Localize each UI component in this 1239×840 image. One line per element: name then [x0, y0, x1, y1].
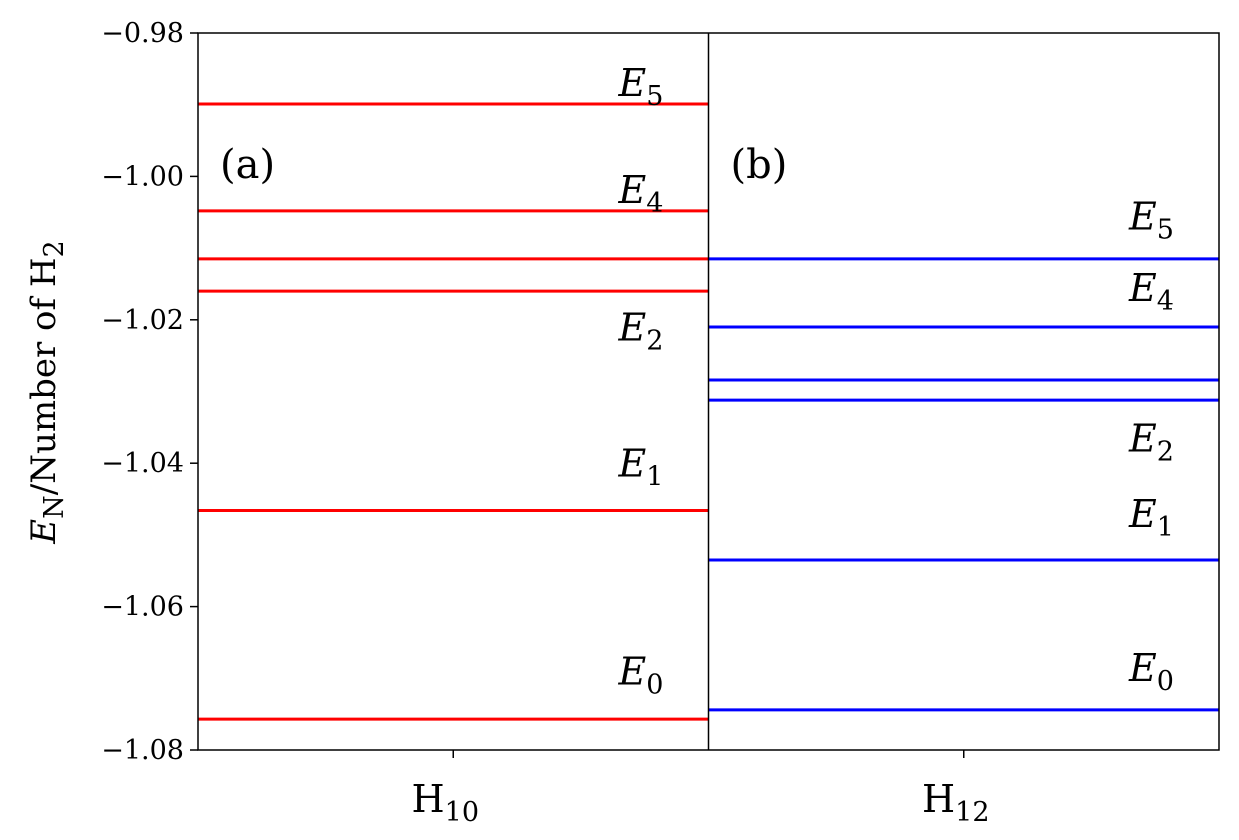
y-tick-label: −1.02 [101, 305, 184, 336]
y-tick-label: −1.00 [101, 161, 184, 192]
y-tick-label: −1.06 [101, 592, 184, 623]
y-axis-label-main: E [24, 519, 64, 545]
x-tick-label-h10: H10 [412, 777, 480, 828]
y-tick-label: −0.98 [101, 18, 184, 49]
level-label-e4: E4 [1128, 266, 1174, 317]
level-label-e0: E0 [618, 650, 664, 701]
level-label-e0: E0 [1128, 646, 1174, 697]
panel-label: (b) [731, 142, 788, 188]
level-label-e1: E1 [1128, 492, 1174, 543]
level-label-e5: E5 [618, 61, 664, 112]
panel-label: (a) [220, 142, 275, 188]
level-label-e5: E5 [1128, 194, 1174, 245]
level-label-e2: E2 [1128, 417, 1174, 468]
y-axis-label-sub: N [39, 495, 70, 519]
y-tick-label: −1.08 [101, 735, 184, 766]
axes-layer: H10 H12 −1.08 −1.06 −1.04 −1.02 −1.00 −0.98 [101, 18, 1220, 828]
level-label-e2: E2 [618, 305, 664, 356]
level-label-e1: E1 [618, 442, 664, 493]
y-axis-label-sub2: 2 [39, 240, 70, 257]
y-axis-label-rest: /Number of H [24, 257, 64, 495]
level-label-e4: E4 [618, 168, 664, 219]
x-tick-label-h12: H12 [922, 777, 990, 828]
y-axis-label: EN/Number of H2 [24, 240, 70, 544]
y-tick-label: −1.04 [101, 448, 184, 479]
